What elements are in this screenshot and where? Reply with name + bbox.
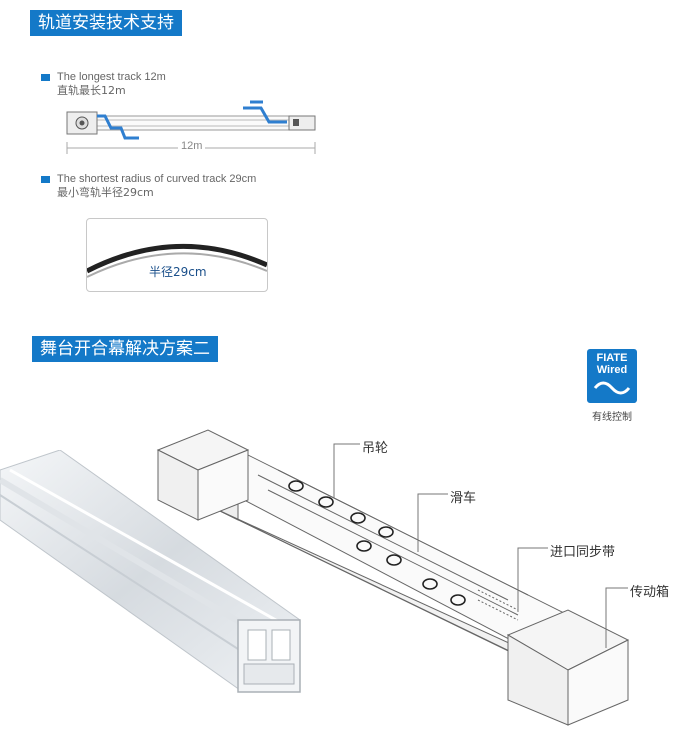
callout-pulley: 吊轮: [362, 441, 389, 456]
curve-arc-icon: [87, 244, 267, 278]
logo-caption: 有线控制: [592, 412, 632, 423]
callout-sync-belt: 进口同步带: [550, 545, 616, 560]
wave-icon: [593, 381, 631, 395]
longest-track-zh: 直轨最长12m: [57, 84, 126, 97]
radius-label: 半径29cm: [149, 265, 207, 279]
track-length-label: 12m: [178, 140, 206, 152]
curved-track-diagram: 半径29cm: [86, 218, 268, 292]
shortest-radius-en: The shortest radius of curved track 29cm: [57, 173, 257, 185]
shortest-radius-zh: 最小弯轨半径29cm: [57, 186, 154, 199]
callout-carriage: 滑车: [450, 491, 477, 506]
longest-track-en: The longest track 12m: [57, 71, 166, 83]
bullet-icon: [41, 74, 50, 81]
shortest-radius-note: The shortest radius of curved track 29cm…: [57, 173, 256, 199]
straight-track-diagram: [66, 100, 316, 154]
fiate-wired-logo: FIATE Wired: [587, 349, 637, 403]
callout-gearbox: 传动箱: [630, 585, 670, 600]
section-title-track-support: 轨道安装技术支持: [30, 10, 182, 36]
aluminum-rail-profile-image: [0, 450, 301, 693]
longest-track-note: The longest track 12m 直轨最长12m: [57, 71, 166, 97]
motor-track-assembly-diagram: [156, 429, 630, 726]
section-title-stage-solution: 舞台开合幕解决方案二: [32, 336, 218, 362]
bullet-icon: [41, 176, 50, 183]
logo-line1: FIATE: [596, 352, 628, 364]
logo-line2: Wired: [596, 364, 628, 376]
